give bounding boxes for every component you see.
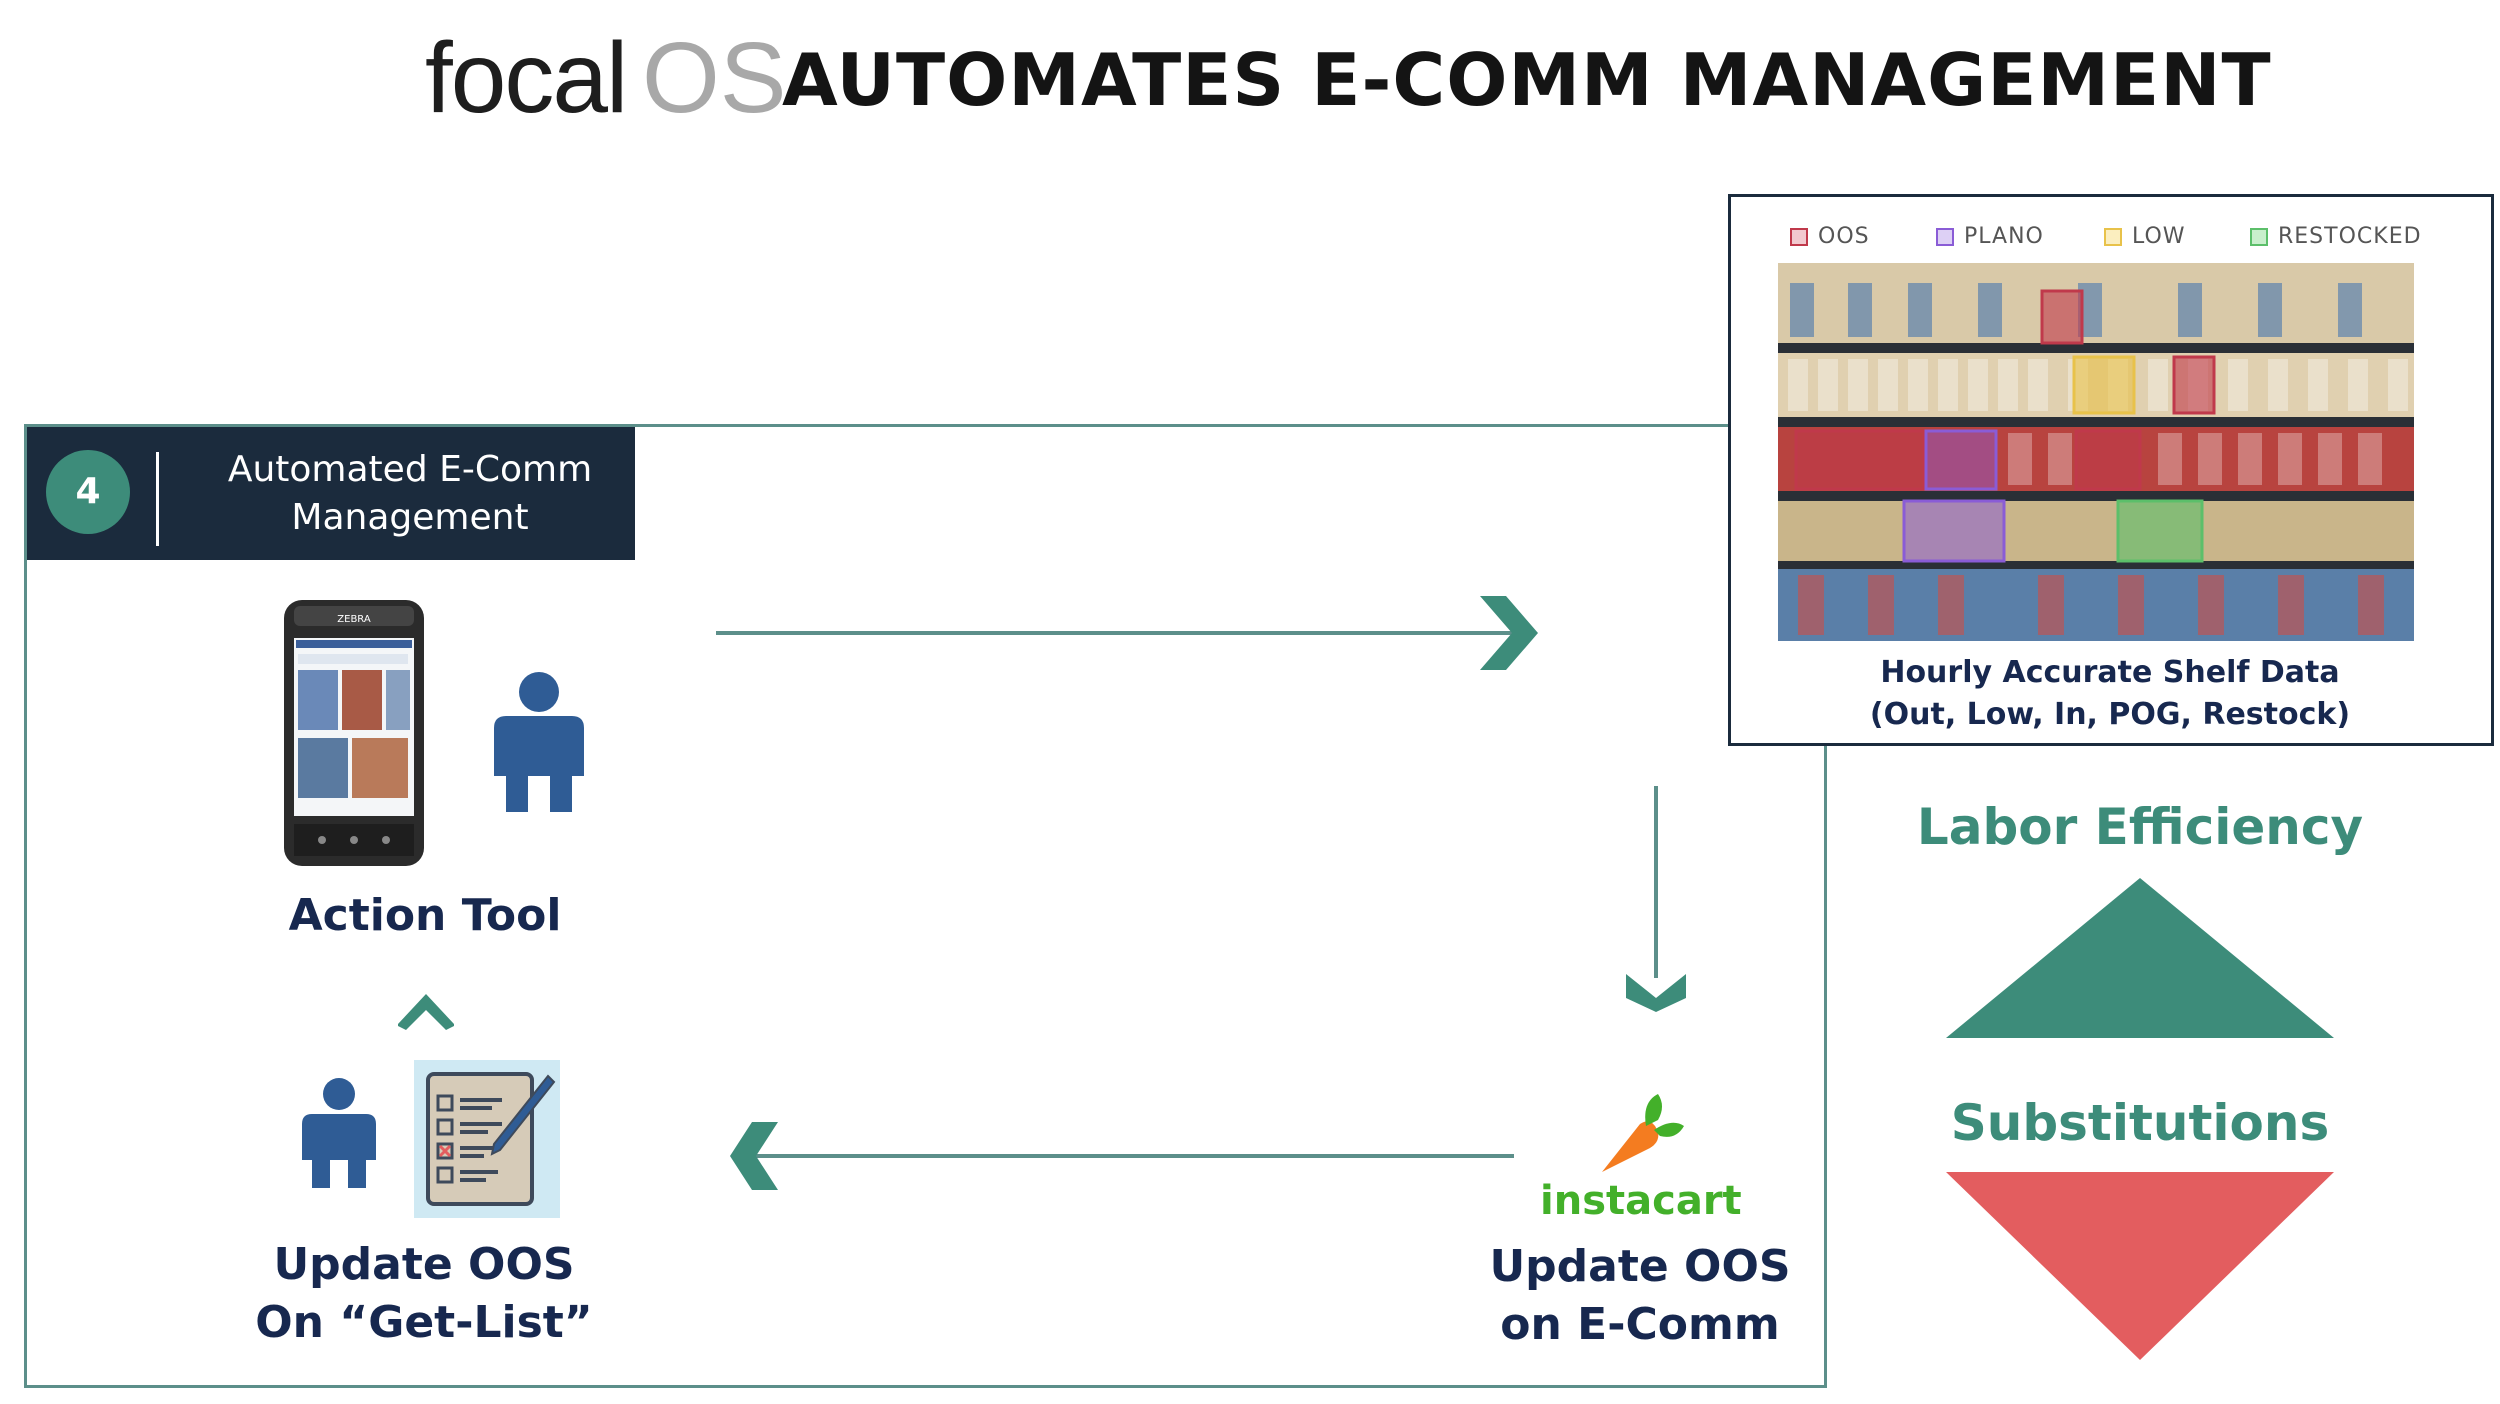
update-ecomm-line1: Update OOS — [1489, 1241, 1791, 1292]
title-bar: focal OS AUTOMATES E-COMM MANAGEMENT — [0, 10, 2500, 134]
legend-low-swatch — [2104, 228, 2122, 246]
update-getlist-line2: On “Get-List” — [255, 1297, 593, 1348]
down-triangle-icon — [1946, 1172, 2334, 1360]
main-frame-right-edge — [1824, 744, 1827, 1388]
legend-low-label: LOW — [2132, 224, 2186, 249]
legend-restocked: RESTOCKED — [2250, 224, 2422, 249]
update-getlist-line1: Update OOS — [273, 1239, 575, 1290]
person-icon — [494, 672, 584, 812]
action-tool-label: Action Tool — [288, 890, 562, 941]
legend-oos-label: OOS — [1818, 224, 1870, 249]
legend-plano-label: PLANO — [1964, 224, 2044, 249]
legend-restocked-label: RESTOCKED — [2278, 224, 2422, 249]
step-title-line1: Automated E-Comm — [227, 449, 593, 490]
step-title-line2: Management — [291, 497, 529, 538]
legend-restocked-swatch — [2250, 228, 2268, 246]
update-ecomm-label: Update OOS on E-Comm — [1470, 1238, 1810, 1354]
update-getlist-label: Update OOS On “Get-List” — [224, 1236, 624, 1352]
chevron-down-icon — [1626, 974, 1686, 1012]
page-title: AUTOMATES E-COMM MANAGEMENT — [782, 38, 2272, 122]
checklist-icon — [414, 1060, 560, 1218]
legend-plano: PLANO — [1936, 224, 2044, 249]
shelf-caption-line2: (Out, Low, In, POG, Restock) — [1869, 697, 2351, 732]
chevron-right-icon — [1480, 596, 1538, 670]
legend-oos: OOS — [1790, 224, 1870, 249]
worker-icon — [302, 1078, 376, 1188]
substitutions-label: Substitutions — [1950, 1094, 2330, 1152]
chevron-up-icon — [398, 994, 454, 1030]
shelf-image — [1778, 263, 2414, 641]
instacart-logo-text: instacart — [1540, 1178, 1742, 1224]
main-frame — [24, 424, 1824, 1388]
legend-oos-swatch — [1790, 228, 1808, 246]
os-logo-text: OS — [642, 22, 787, 134]
status-overlays — [1794, 289, 2216, 563]
focal-logo-text: focal — [425, 22, 628, 134]
step-number-badge: 4 — [46, 450, 130, 534]
legend-low: LOW — [2104, 224, 2186, 249]
phone-icon: ZEBRA — [284, 600, 424, 866]
update-ecomm-line2: on E-Comm — [1500, 1299, 1780, 1350]
shelf-data-caption: Hourly Accurate Shelf Data (Out, Low, In… — [1760, 652, 2460, 736]
carrot-icon — [1602, 1094, 1684, 1172]
labor-efficiency-label: Labor Efficiency — [1916, 798, 2364, 856]
chevron-left-icon — [730, 1122, 778, 1190]
step-title: Automated E-Comm Management — [190, 446, 630, 542]
legend-plano-swatch — [1936, 228, 1954, 246]
up-triangle-icon — [1946, 878, 2334, 1038]
shelf-caption-line1: Hourly Accurate Shelf Data — [1880, 655, 2340, 690]
header-divider — [156, 452, 159, 546]
phone-brand-label: ZEBRA — [337, 614, 371, 625]
